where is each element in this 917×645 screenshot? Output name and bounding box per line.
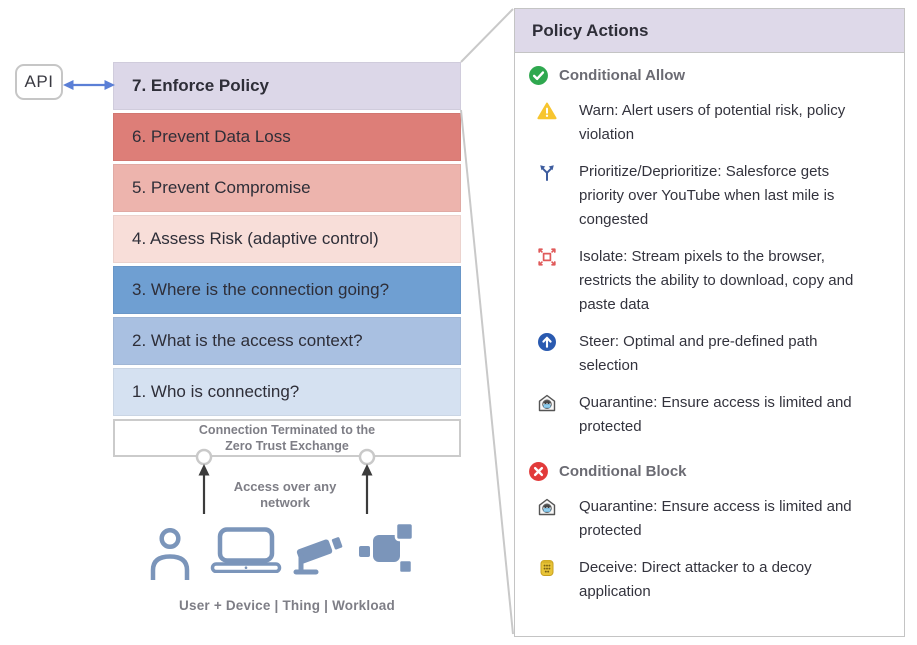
user-icon bbox=[150, 527, 190, 585]
workload-icon bbox=[358, 521, 418, 583]
prioritize-fork-icon bbox=[537, 162, 557, 182]
policy-item-steer: Steer: Optimal and pre-defined path sele… bbox=[537, 330, 890, 378]
callout-line-bottom bbox=[460, 109, 514, 635]
policy-item-text: Steer: Optimal and pre-defined path sele… bbox=[579, 333, 818, 374]
stack-row-7-enforce-policy: 7. Enforce Policy bbox=[113, 62, 461, 110]
stack-row-4-assess-risk: 4. Assess Risk (adaptive control) bbox=[113, 215, 461, 263]
policy-item-text: Quarantine: Ensure access is limited and… bbox=[579, 394, 852, 435]
stack-row-label: 2. What is the access context? bbox=[132, 331, 363, 350]
section-label: Conditional Allow bbox=[559, 67, 686, 84]
quarantine-house-icon bbox=[537, 497, 557, 517]
x-circle-icon bbox=[528, 461, 549, 482]
section-label: Conditional Block bbox=[559, 463, 687, 480]
policy-item-text: Deceive: Direct attacker to a decoy appl… bbox=[579, 559, 812, 600]
api-label: API bbox=[24, 72, 54, 91]
callout-line-top bbox=[460, 8, 514, 63]
stack-row-2-access-context: 2. What is the access context? bbox=[113, 317, 461, 365]
stack-row-label: 6. Prevent Data Loss bbox=[132, 127, 291, 146]
stack-row-3-connection-destination: 3. Where is the connection going? bbox=[113, 266, 461, 314]
policy-item-text: Prioritize/Deprioritize: Salesforce gets… bbox=[579, 163, 835, 228]
policy-item-deceive: Deceive: Direct attacker to a decoy appl… bbox=[537, 556, 890, 604]
access-label-line2: network bbox=[260, 495, 310, 511]
policy-item-quarantine-block: Quarantine: Ensure access is limited and… bbox=[537, 495, 890, 543]
stack-row-5-prevent-compromise: 5. Prevent Compromise bbox=[113, 164, 461, 212]
stack-row-label: 5. Prevent Compromise bbox=[132, 178, 311, 197]
termination-note-line2: Zero Trust Exchange bbox=[225, 439, 349, 453]
access-over-any-network-label: Access over any network bbox=[215, 479, 355, 512]
stack-row-label: 3. Where is the connection going? bbox=[132, 280, 390, 299]
termination-note-line1: Connection Terminated to the bbox=[198, 422, 376, 437]
stack-row-6-prevent-data-loss: 6. Prevent Data Loss bbox=[113, 113, 461, 161]
policy-stack: 7. Enforce Policy 6. Prevent Data Loss 5… bbox=[113, 62, 461, 457]
up-arrow-right bbox=[361, 464, 373, 514]
panel-header: Policy Actions bbox=[515, 9, 904, 53]
policy-item-isolate: Isolate: Stream pixels to the browser, r… bbox=[537, 245, 890, 317]
connection-terminated-note: Connection Terminated to the Zero Trust … bbox=[113, 419, 461, 457]
warning-triangle-icon bbox=[537, 101, 557, 121]
stack-row-label: 4. Assess Risk (adaptive control) bbox=[132, 229, 379, 248]
check-circle-icon bbox=[528, 65, 549, 86]
section-conditional-allow: Conditional Allow bbox=[528, 65, 890, 86]
isolate-frame-icon bbox=[537, 247, 557, 267]
stack-row-1-who-is-connecting: 1. Who is connecting? bbox=[113, 368, 461, 416]
deceive-honeypot-icon bbox=[537, 558, 557, 578]
panel-title: Policy Actions bbox=[532, 20, 649, 40]
policy-item-prioritize: Prioritize/Deprioritize: Salesforce gets… bbox=[537, 160, 890, 232]
steer-up-arrow-icon bbox=[537, 332, 557, 352]
policy-actions-panel: Policy Actions Conditional Allow Warn: A… bbox=[514, 8, 905, 637]
up-arrow-left bbox=[198, 464, 210, 514]
camera-icon bbox=[292, 527, 348, 580]
laptop-icon bbox=[210, 527, 282, 578]
policy-item-text: Warn: Alert users of potential risk, pol… bbox=[579, 102, 846, 143]
policy-item-text: Isolate: Stream pixels to the browser, r… bbox=[579, 248, 854, 313]
stack-row-label: 1. Who is connecting? bbox=[132, 382, 300, 401]
stack-row-label: 7. Enforce Policy bbox=[132, 76, 269, 95]
policy-item-text: Quarantine: Ensure access is limited and… bbox=[579, 498, 852, 539]
api-box: API bbox=[15, 64, 63, 100]
api-connection-arrow bbox=[63, 80, 115, 90]
section-conditional-block: Conditional Block bbox=[528, 461, 890, 482]
access-label-line1: Access over any bbox=[233, 479, 337, 494]
policy-item-quarantine-allow: Quarantine: Ensure access is limited and… bbox=[537, 391, 890, 439]
quarantine-house-icon bbox=[537, 393, 557, 413]
policy-item-warn: Warn: Alert users of potential risk, pol… bbox=[537, 99, 890, 147]
sources-caption: User + Device | Thing | Workload bbox=[179, 598, 395, 613]
panel-body: Conditional Allow Warn: Alert users of p… bbox=[515, 65, 904, 604]
